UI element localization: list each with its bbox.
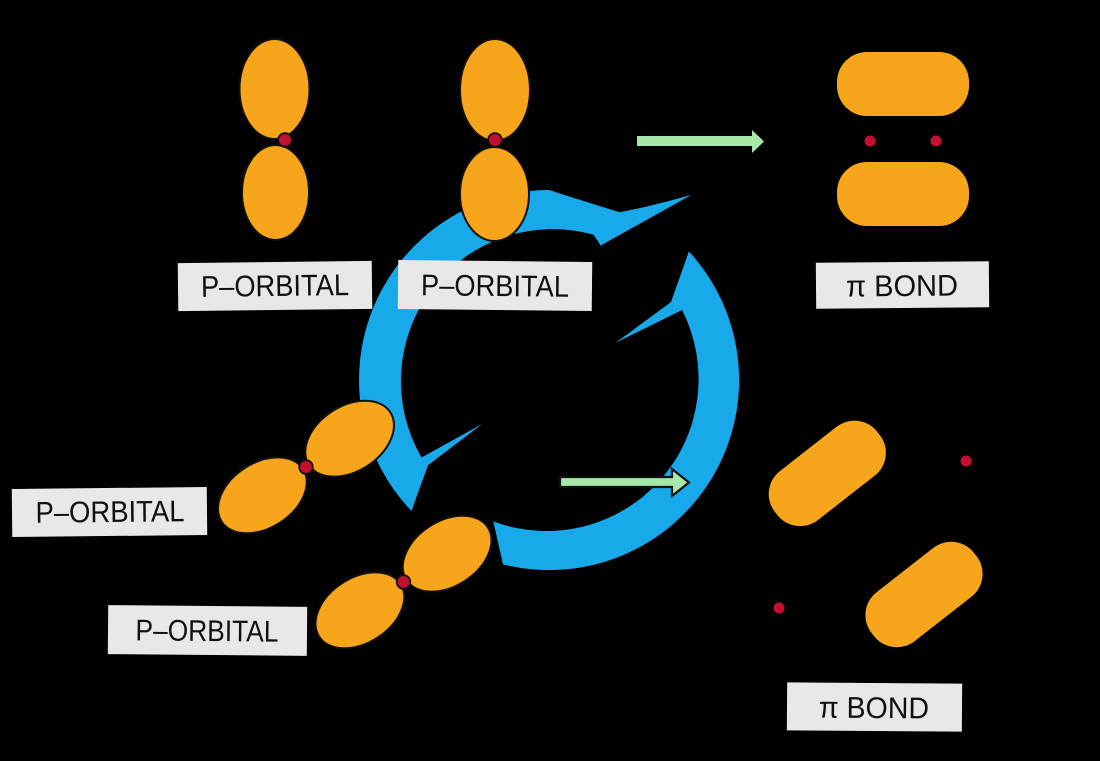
- svg-text:π BOND: π BOND: [819, 692, 929, 726]
- svg-text:P–ORBITAL: P–ORBITAL: [135, 614, 278, 648]
- svg-text:π BOND: π BOND: [846, 270, 958, 304]
- svg-text:P–ORBITAL: P–ORBITAL: [201, 269, 349, 304]
- svg-text:P–ORBITAL: P–ORBITAL: [35, 495, 184, 530]
- svg-text:P–ORBITAL: P–ORBITAL: [421, 269, 569, 304]
